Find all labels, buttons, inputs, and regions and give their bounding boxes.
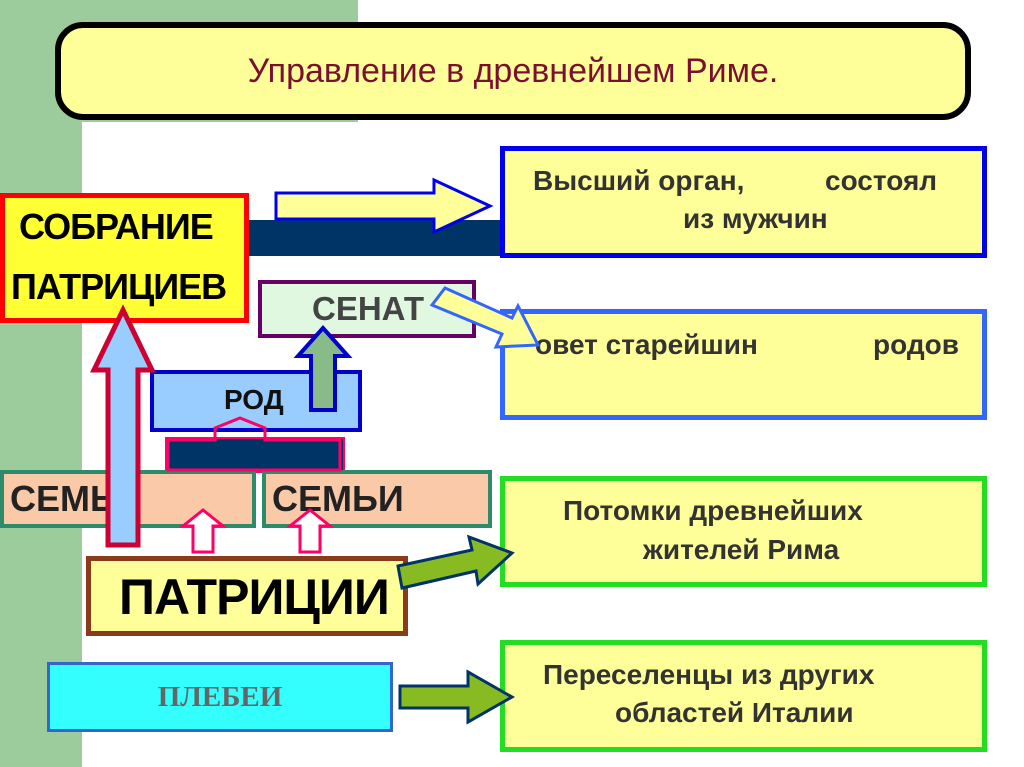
clan-to-senate-arrow-icon [293,324,353,412]
description-box-senate: овет старейшин родов [500,309,987,420]
plebeians-label: ПЛЕБЕИ [157,680,283,713]
description-patricians-text-1: Потомки древнейших [563,495,863,526]
description-box-patricians: Потомки древнейших жителей Рима [500,476,987,587]
patricians-description-arrow-icon [396,534,515,590]
description-senate-text-2: родов [873,329,959,360]
navy-connector-bar [240,220,505,256]
green-background-strip [0,0,82,767]
patricians-to-families-arrow-icon-1 [178,508,228,554]
assembly-label-line1: СОБРАНИЕ [19,206,214,247]
assembly-description-arrow-icon [274,177,494,235]
description-senate-text-1: овет старейшин [535,329,758,360]
description-patricians-text-2: жителей Рима [643,534,840,565]
assembly-of-patricians-box: СОБРАНИЕ ПАТРИЦИЕВ [0,193,249,323]
plebeians-box: ПЛЕБЕИ [47,662,393,732]
patricians-box: ПАТРИЦИИ [86,556,408,636]
description-assembly-text-1: Высший орган, [533,165,745,196]
description-plebeians-text-2: областей Италии [615,697,854,728]
clan-label: РОД [224,384,284,415]
patricians-label: ПАТРИЦИИ [119,569,390,625]
description-plebeians-text-1: Переселенцы из других [543,659,875,690]
patricians-to-families-arrow-icon-2 [285,508,335,554]
assembly-label-line2: ПАТРИЦИЕВ [11,266,227,307]
families-label-2: СЕМЬИ [272,478,404,519]
description-assembly-text-2: состоял [825,165,938,196]
senate-label: СЕНАТ [312,290,425,327]
families-to-clan-arrow-icon [166,416,342,472]
description-assembly-text-3: из мужчин [683,203,828,234]
description-box-assembly: Высший орган, состоял из мужчин [500,146,987,258]
patricians-to-assembly-arrow-icon [90,304,156,548]
senate-description-arrow-icon [429,286,541,349]
navy-block-under-clan [165,437,345,473]
plebeians-description-arrow-icon [398,669,516,725]
page-title: Управление в древнейшем Риме. [247,51,779,90]
description-box-plebeians: Переселенцы из других областей Италии [500,640,987,752]
title-banner: Управление в древнейшем Риме. [55,22,971,120]
